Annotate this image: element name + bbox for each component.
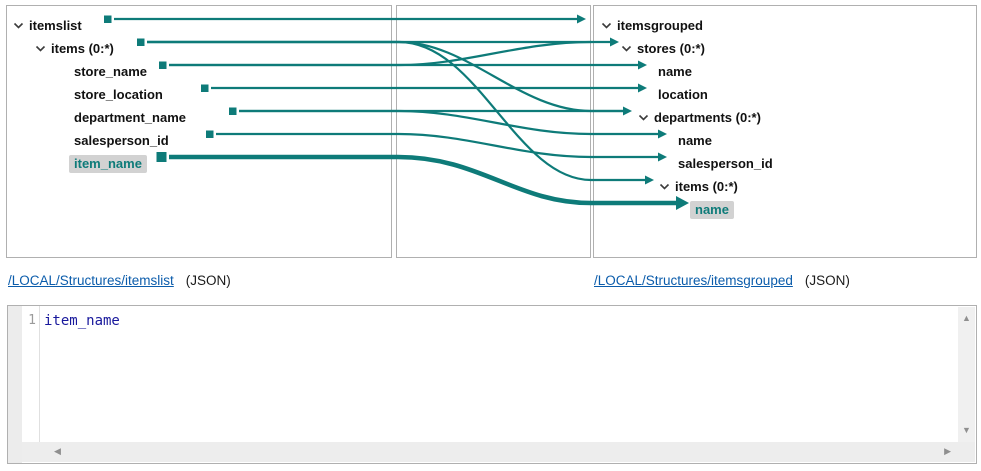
source-port-items[interactable] <box>137 38 145 47</box>
arrowhead-departments-name <box>658 129 667 139</box>
scroll-right-icon[interactable]: ▶ <box>944 446 951 456</box>
chevron-down-icon[interactable] <box>35 45 46 52</box>
source-structure-format: (JSON) <box>185 273 231 288</box>
tree-node-label: location <box>658 87 708 102</box>
tree-node-label: salesperson_id <box>74 133 169 148</box>
tree-node-label: stores (0:*) <box>637 41 705 56</box>
tree-node-department-name[interactable]: department_name <box>74 106 186 129</box>
arrowhead-stores-location <box>638 83 647 93</box>
tree-node-stores-name[interactable]: name <box>658 60 692 83</box>
mapping-line-salesperson-id-to-salesperson-id[interactable] <box>216 132 659 159</box>
arrowhead-items-name-selected <box>676 196 689 210</box>
arrowhead-items <box>645 175 654 185</box>
arrowhead-departments <box>623 106 632 116</box>
tree-node-item-name-selected[interactable]: item_name <box>69 152 147 175</box>
source-port-store-location[interactable] <box>201 84 209 93</box>
tree-node-store-name[interactable]: store_name <box>74 60 147 83</box>
editor-gutter <box>8 306 22 463</box>
vertical-scrollbar[interactable]: ▲ ▼ <box>958 307 975 442</box>
tree-node-label: itemslist <box>29 18 82 33</box>
tree-node-items-group[interactable]: items (0:*) <box>659 175 738 198</box>
mapping-wires <box>104 14 689 210</box>
tree-node-stores-location[interactable]: location <box>658 83 708 106</box>
tree-node-label: store_name <box>74 64 147 79</box>
mapping-line-department-name-to-name[interactable] <box>239 109 659 136</box>
line-number: 1 <box>28 313 36 328</box>
tree-node-label: departments (0:*) <box>654 110 761 125</box>
source-tree-panel: itemslist items (0:*) store_name store_l… <box>6 5 392 258</box>
tree-node-salesperson-id[interactable]: salesperson_id <box>74 129 169 152</box>
source-port-item-name[interactable] <box>156 152 167 162</box>
source-structure-link[interactable]: /LOCAL/Structures/itemslist <box>8 273 174 288</box>
arrowhead-stores <box>610 37 619 47</box>
tree-node-label: items (0:*) <box>51 41 114 56</box>
tree-node-departments-salesperson-id[interactable]: salesperson_id <box>678 152 773 175</box>
arrowhead-departments-salesperson-id <box>658 152 667 162</box>
tree-node-label: items (0:*) <box>675 179 738 194</box>
tree-node-items[interactable]: items (0:*) <box>35 37 114 60</box>
editor-line-number-column: 1 <box>22 306 40 442</box>
tree-node-itemslist[interactable]: itemslist <box>13 14 82 37</box>
tree-node-label: store_location <box>74 87 163 102</box>
target-structure-link[interactable]: /LOCAL/Structures/itemsgrouped <box>594 273 793 288</box>
source-port-department-name[interactable] <box>229 107 237 116</box>
scroll-up-icon[interactable]: ▲ <box>962 313 971 323</box>
expression-editor[interactable]: 1 item_name ▲ ▼ ◀ ▶ <box>7 305 977 464</box>
tree-node-stores[interactable]: stores (0:*) <box>621 37 705 60</box>
source-port-itemslist[interactable] <box>104 15 112 24</box>
chevron-down-icon[interactable] <box>13 22 24 29</box>
target-structure-format: (JSON) <box>804 273 850 288</box>
source-port-salesperson-id[interactable] <box>206 130 214 139</box>
tree-node-label: department_name <box>74 110 186 125</box>
scroll-left-icon[interactable]: ◀ <box>54 446 61 456</box>
tree-node-label: salesperson_id <box>678 156 773 171</box>
target-structure-reference: /LOCAL/Structures/itemsgrouped (JSON) <box>594 273 850 288</box>
source-structure-reference: /LOCAL/Structures/itemslist (JSON) <box>8 273 231 288</box>
tree-node-departments[interactable]: departments (0:*) <box>638 106 761 129</box>
tree-node-itemsgrouped[interactable]: itemsgrouped <box>601 14 703 37</box>
chevron-down-icon[interactable] <box>659 183 670 190</box>
mapping-line-items-to-items[interactable] <box>147 40 646 182</box>
tree-node-store-location[interactable]: store_location <box>74 83 163 106</box>
tree-node-departments-name[interactable]: name <box>678 129 712 152</box>
source-port-store-name[interactable] <box>159 61 167 70</box>
chevron-down-icon[interactable] <box>638 114 649 121</box>
chevron-down-icon[interactable] <box>601 22 612 29</box>
arrowhead-itemsgrouped <box>577 14 586 24</box>
chevron-down-icon[interactable] <box>621 45 632 52</box>
tree-node-label: item_name <box>69 154 147 173</box>
tree-node-label: name <box>658 64 692 79</box>
arrowhead-stores-name <box>638 60 647 70</box>
mapping-line-item-name-to-name-selected[interactable] <box>169 154 677 206</box>
tree-node-label: name <box>678 133 712 148</box>
scroll-down-icon[interactable]: ▼ <box>962 425 971 435</box>
tree-node-label: name <box>690 200 734 219</box>
tree-node-label: itemsgrouped <box>617 18 703 33</box>
tree-node-items-name-selected[interactable]: name <box>690 198 734 221</box>
editor-code-line[interactable]: item_name <box>44 313 120 329</box>
horizontal-scrollbar[interactable]: ◀ ▶ <box>22 442 975 462</box>
target-tree-panel: itemsgrouped stores (0:*) name location … <box>593 5 977 258</box>
